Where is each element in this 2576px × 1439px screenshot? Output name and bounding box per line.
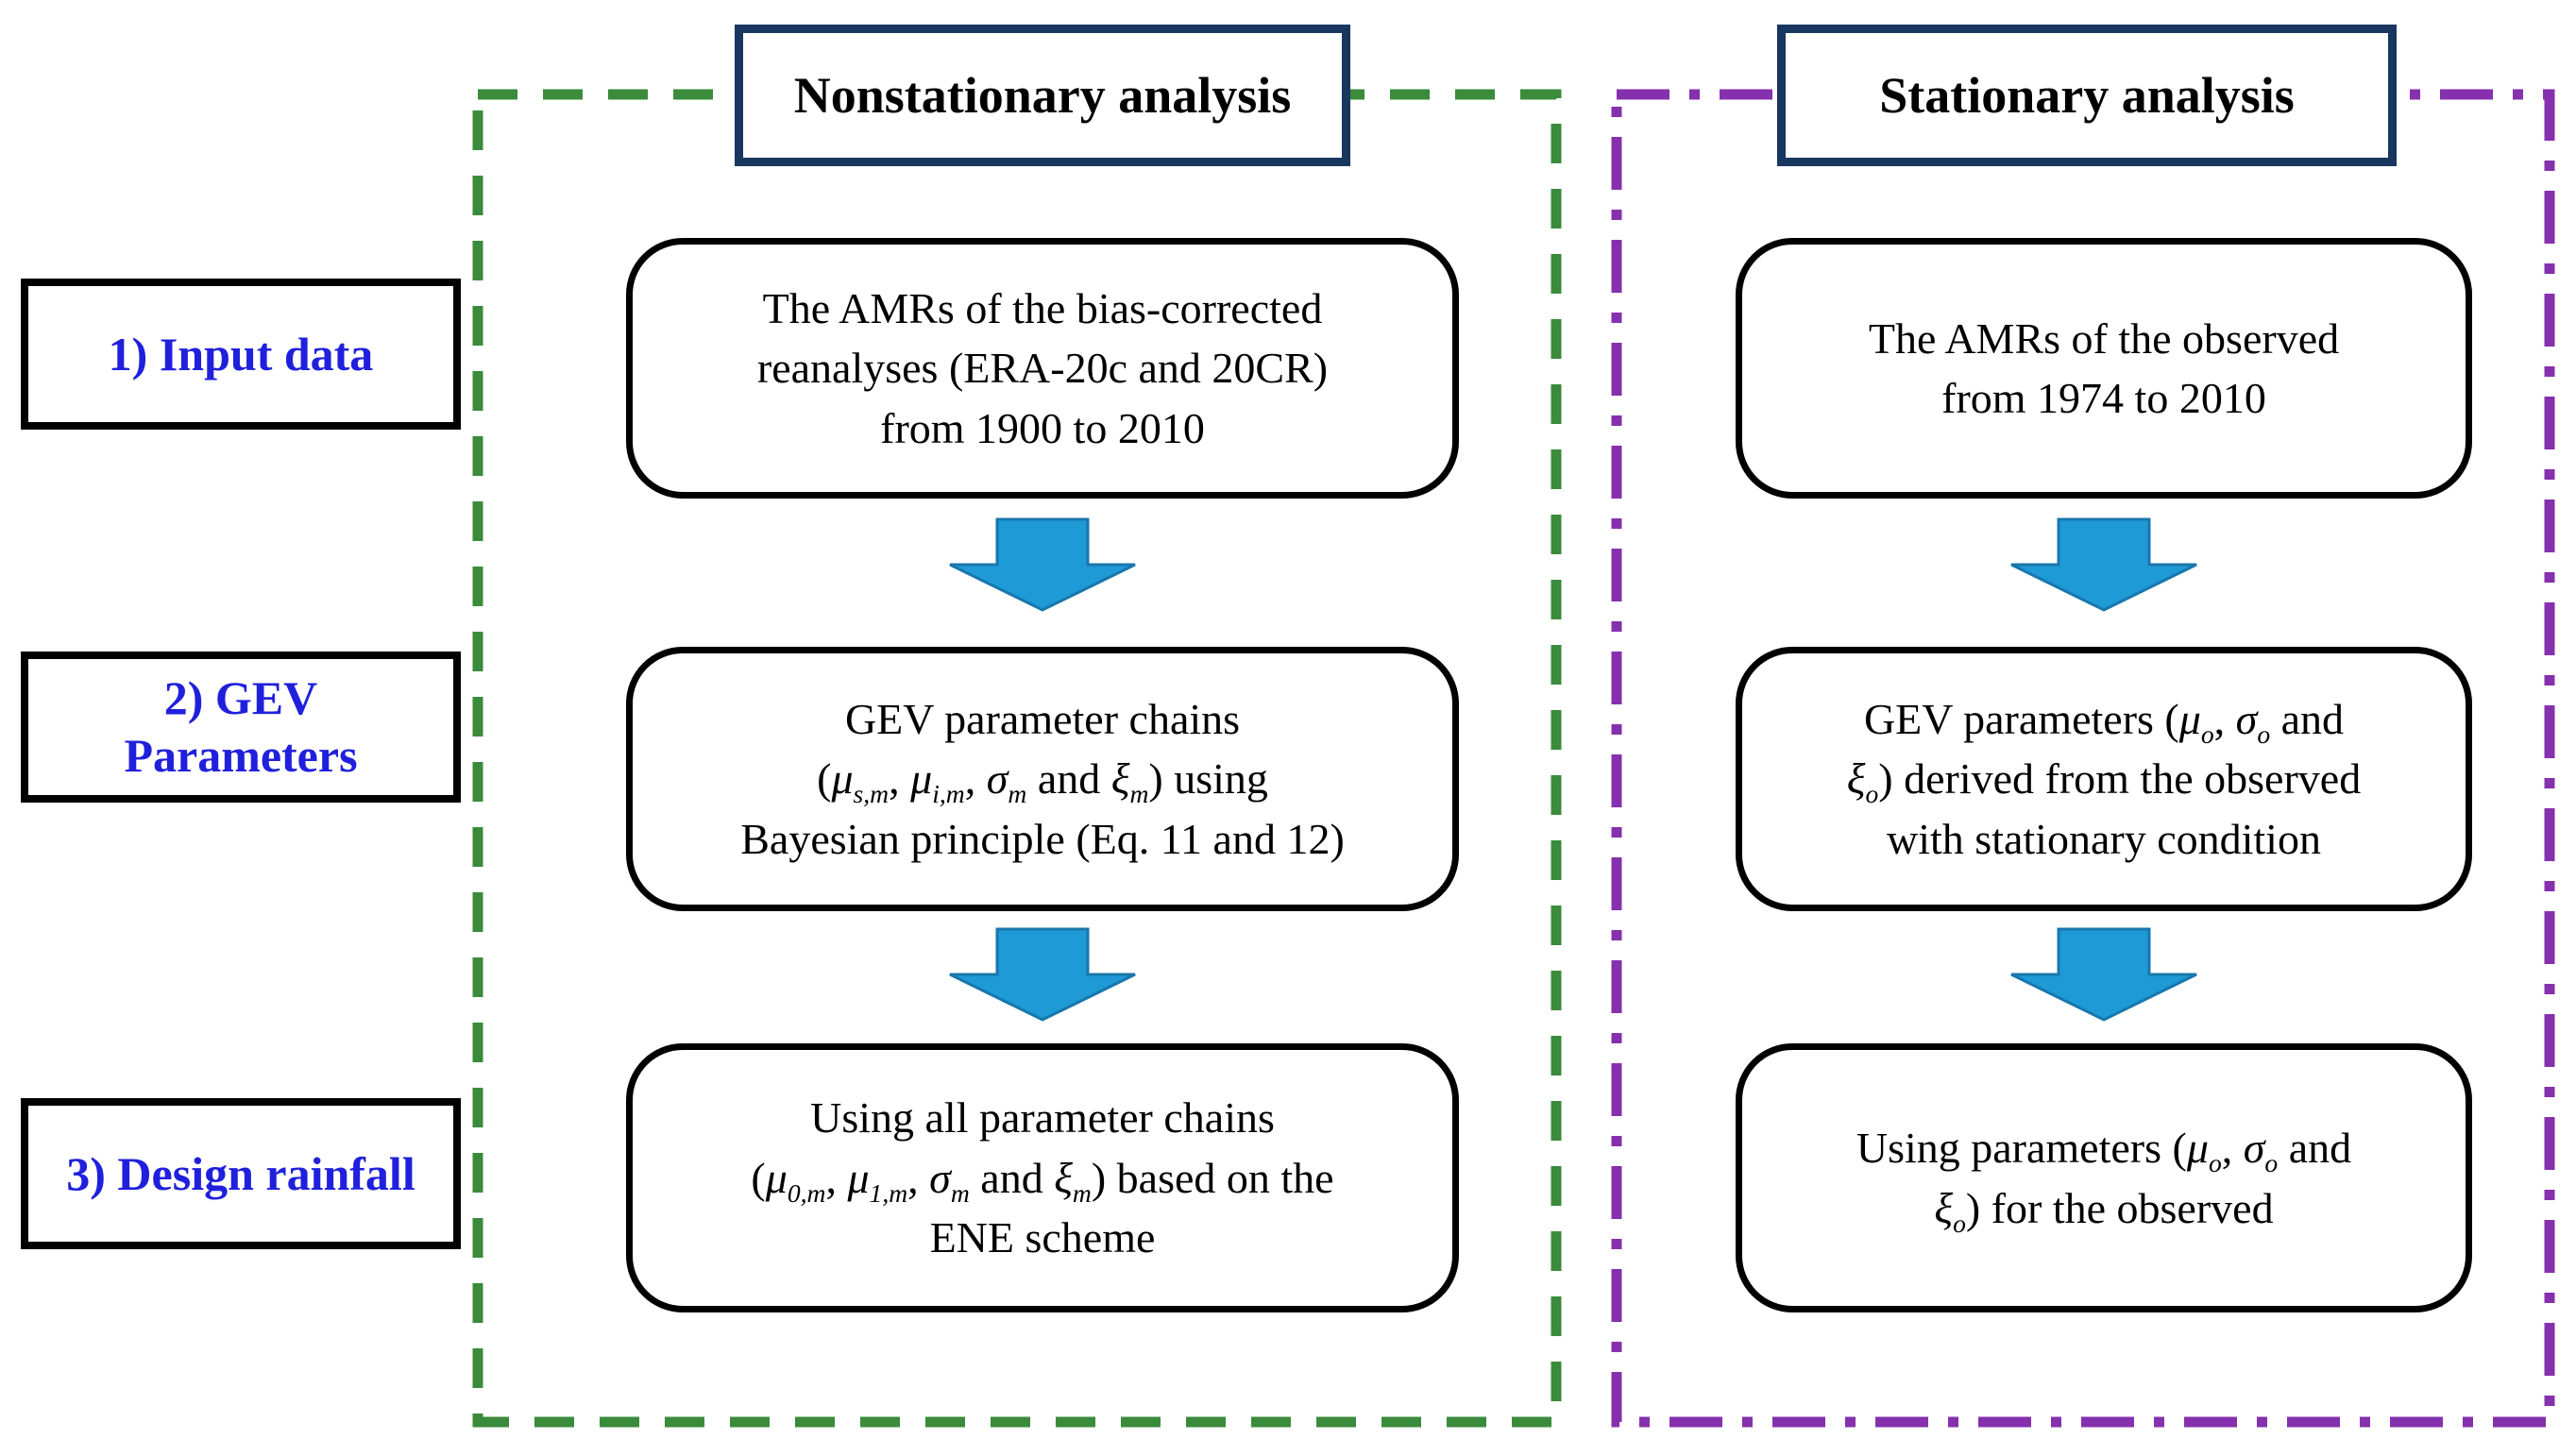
row-label-design-rainfall: 3) Design rainfall	[21, 1098, 461, 1249]
row-label-text: 1) Input data	[108, 327, 374, 381]
stationary-step-input-data-box: The AMRs of the observed from 1974 to 20…	[1736, 238, 2472, 499]
down-arrow-icon	[2010, 517, 2197, 612]
nonstationary-title: Nonstationary analysis	[793, 67, 1292, 124]
step-text: GEV parameters (μo, σo and ξo) derived f…	[1846, 694, 2362, 863]
stationary-step-design-rainfall-box: Using parameters (μo, σo and ξo) for the…	[1736, 1043, 2472, 1312]
stationary-panel-border	[1611, 89, 2555, 1428]
row-label-input-data: 1) Input data	[21, 279, 461, 430]
step-text: The AMRs of the observed from 1974 to 20…	[1868, 313, 2340, 422]
down-arrow-icon	[949, 517, 1136, 612]
down-arrow-icon	[949, 927, 1136, 1022]
step-text: Using parameters (μo, σo and ξo) for the…	[1856, 1124, 2352, 1238]
row-label-gev-parameters: 2) GEV Parameters	[21, 652, 461, 803]
stationary-title-box: Stationary analysis	[1777, 25, 2397, 166]
down-arrow-icon	[2010, 927, 2197, 1022]
row-label-text: 2) GEV Parameters	[124, 671, 358, 782]
row-label-text: 3) Design rainfall	[66, 1146, 415, 1200]
step-text: The AMRs of the bias-corrected reanalyse…	[756, 283, 1329, 452]
nonstationary-step-input-data-box: The AMRs of the bias-corrected reanalyse…	[626, 238, 1459, 499]
nonstationary-step-design-rainfall-box: Using all parameter chains (μ0,m, μ1,m, …	[626, 1043, 1459, 1312]
nonstationary-title-box: Nonstationary analysis	[735, 25, 1350, 166]
step-text: Using all parameter chains (μ0,m, μ1,m, …	[751, 1093, 1334, 1262]
stationary-step-gev-parameters-box: GEV parameters (μo, σo and ξo) derived f…	[1736, 647, 2472, 911]
step-text: GEV parameter chains (μs,m, μi,m, σm and…	[740, 694, 1345, 863]
stationary-title: Stationary analysis	[1879, 67, 2295, 124]
nonstationary-step-gev-parameters-box: GEV parameter chains (μs,m, μi,m, σm and…	[626, 647, 1459, 911]
